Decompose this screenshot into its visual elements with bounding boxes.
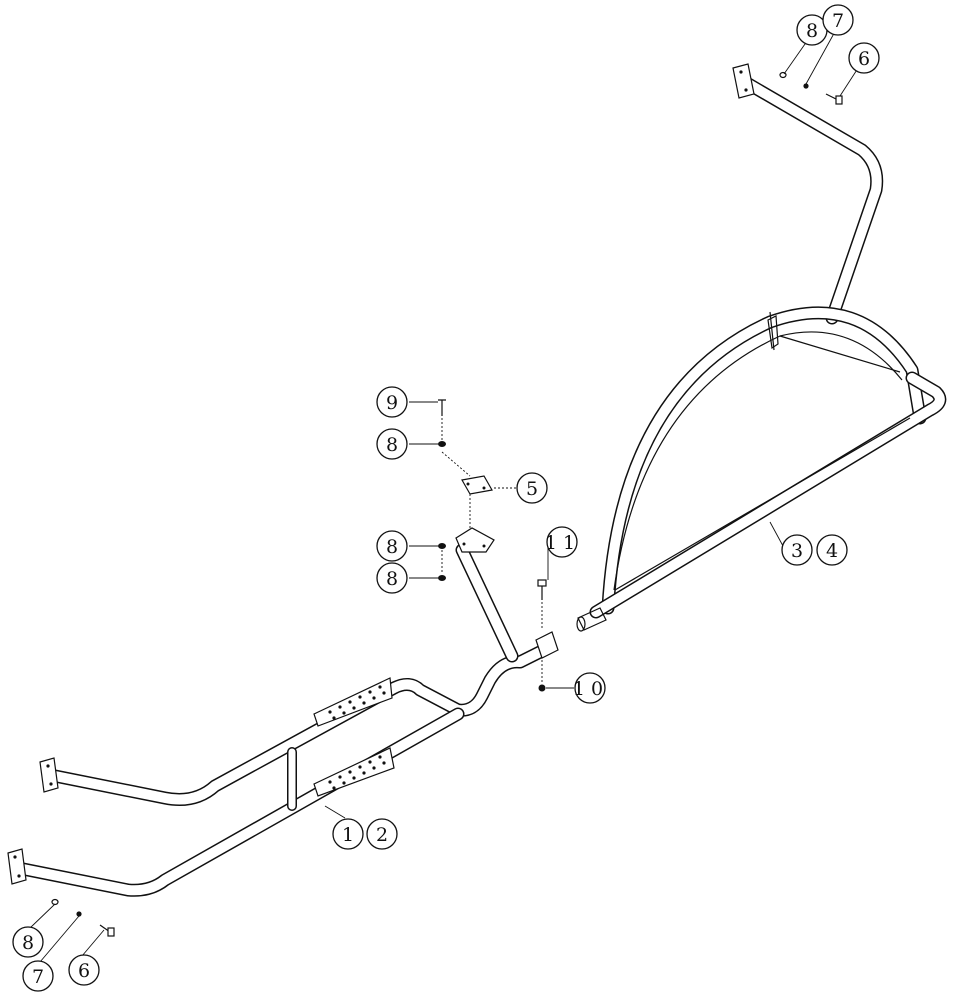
callout-3-text: 3 — [791, 540, 803, 562]
callout-7-bottom: 7 — [22, 960, 54, 992]
callout-8-top-text: 8 — [806, 20, 818, 42]
callout-6-bottom: 6 — [68, 954, 100, 986]
callout-6-top-text: 6 — [858, 48, 870, 70]
callout-8-c: 8 — [376, 562, 408, 594]
callout-7-top-text: 7 — [832, 10, 844, 32]
callout-2: 2 — [366, 818, 398, 850]
callout-10-text: 1 0 — [573, 678, 603, 700]
callout-2-text: 2 — [376, 824, 388, 846]
callout-8-b: 8 — [376, 530, 408, 562]
callout-3: 3 — [781, 534, 813, 566]
rear-rail-assembly — [576, 63, 947, 632]
callout-7-bottom-text: 7 — [32, 966, 44, 988]
callout-9: 9 — [376, 386, 408, 418]
callout-1-text: 1 — [342, 824, 354, 846]
callout-9-text: 9 — [386, 392, 398, 414]
callout-8-b-text: 8 — [386, 536, 398, 558]
callout-1: 1 — [332, 818, 364, 850]
callout-11-text: 1 1 — [545, 532, 575, 554]
callout-5-text: 5 — [526, 478, 538, 500]
callout-8-bottom: 8 — [12, 926, 44, 958]
callout-8-bottom-text: 8 — [22, 932, 34, 954]
callout-8-a: 8 — [376, 428, 408, 460]
leader-lines — [29, 27, 863, 963]
callout-6-bottom-text: 6 — [78, 960, 90, 982]
callout-10: 1 0 — [573, 672, 606, 704]
callout-8-a-text: 8 — [386, 434, 398, 456]
callout-8-c-text: 8 — [386, 568, 398, 590]
callout-4-text: 4 — [826, 540, 838, 562]
bracket-assembly — [438, 399, 547, 692]
step-holes — [328, 685, 386, 790]
callout-8-top: 8 — [796, 14, 828, 46]
callout-6-top: 6 — [848, 42, 880, 74]
callout-7-top: 7 — [822, 4, 854, 36]
callout-4: 4 — [816, 534, 848, 566]
callout-5: 5 — [516, 472, 548, 504]
callout-11: 1 1 — [545, 526, 578, 558]
callouts: 8 7 6 9 8 5 8 8 — [12, 4, 880, 992]
step-rail-assembly — [7, 543, 559, 937]
